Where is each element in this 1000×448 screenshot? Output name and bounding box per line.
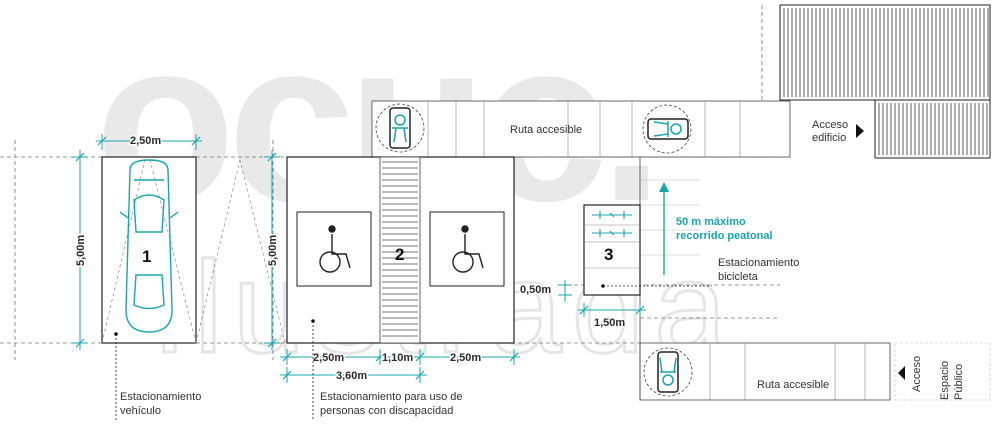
wheelchair-icon	[452, 225, 484, 273]
route-top-label: Ruta accesible	[510, 124, 582, 136]
disabled-parking-label-1: Estacionamiento para uso de	[320, 391, 462, 403]
space-number-3: 3	[604, 245, 613, 264]
building-block	[779, 4, 991, 159]
vehicle-parking-label-2: vehículo	[120, 405, 161, 417]
accessible-route-bottom: Ruta accesible Acceso Espacio Público	[639, 157, 991, 401]
parking-space-accessible: 2	[286, 156, 515, 344]
dim-accessible-left: 2,50m	[313, 352, 344, 364]
leader-lines	[115, 285, 712, 420]
dim-accessible-aisle: 1,10m	[382, 352, 413, 364]
dim-accessible-total: 3,60m	[336, 370, 367, 382]
disabled-parking-label-2: personas con discapacidad	[320, 405, 453, 417]
wheelchair-user-topview-icon	[643, 347, 693, 397]
dimension-ticks	[75, 136, 645, 380]
dim-accessible-length: 5,00m	[267, 235, 279, 266]
dim-bike-height: 0,50m	[520, 284, 551, 296]
bike-parking-label-1: Estacionamiento	[718, 257, 799, 269]
route-bottom-label: Ruta accesible	[757, 379, 829, 391]
parking-space-bicycle: 3	[583, 204, 641, 296]
arrow-up-icon	[659, 182, 669, 192]
parking-space-vehicle: 1	[101, 156, 286, 344]
wheelchair-icon	[319, 225, 351, 273]
walk-note-line-1: 50 m máximo	[676, 216, 746, 228]
car-topview-icon	[119, 159, 179, 333]
space-number-1: 1	[142, 247, 151, 266]
space-number-2: 2	[395, 245, 404, 264]
vehicle-parking-label-1: Estacionamiento	[120, 391, 201, 403]
accessible-route-top: Ruta accesible Acceso edificio	[371, 100, 864, 158]
public-space-label-1: Espacio	[939, 361, 951, 400]
walk-note-line-2: recorrido peatonal	[676, 230, 773, 242]
bike-parking-label-2: bicicleta	[718, 271, 759, 283]
bicycle-icon	[592, 211, 632, 237]
walk-distance-indicator: 50 m máximo recorrido peatonal	[659, 182, 773, 275]
dim-accessible-right: 2,50m	[450, 352, 481, 364]
wheelchair-user-topview-icon	[375, 103, 425, 153]
arrow-left-icon	[898, 366, 905, 380]
building-access-label-1: Acceso	[812, 119, 848, 131]
dim-car-length: 5,00m	[75, 235, 87, 266]
wheelchair-user-topview-icon	[642, 104, 692, 154]
dimension-labels: 2,50m 5,00m 5,00m 2,50m 1,10m 2,50m 3,60…	[74, 134, 627, 384]
arrow-right-icon	[856, 124, 864, 138]
building-access-label-2: edificio	[812, 132, 846, 144]
dim-bike-width: 1,50m	[594, 317, 625, 329]
access-vertical-label: Acceso	[911, 356, 923, 392]
dim-car-width: 2,50m	[130, 135, 161, 147]
public-space-label-2: Público	[953, 364, 965, 400]
